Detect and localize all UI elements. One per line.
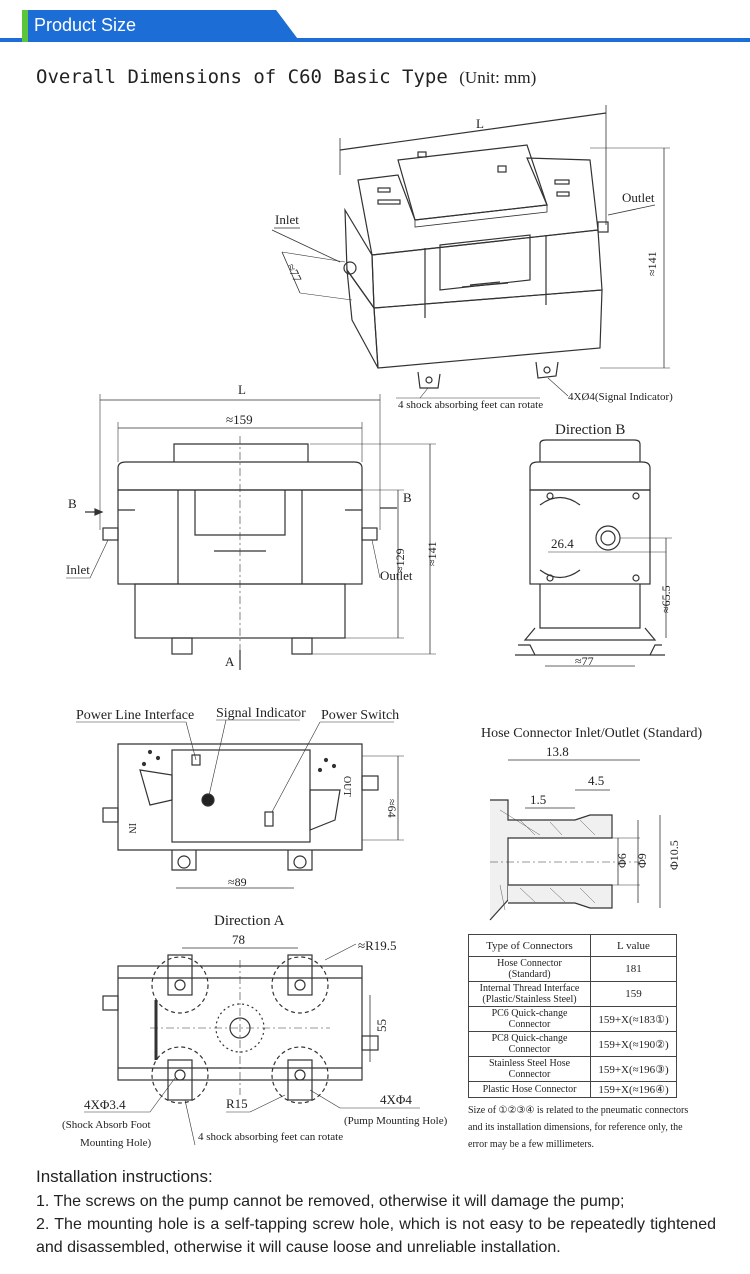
front-dim-141: ≈141 — [425, 541, 439, 566]
top-dim-64: ≈64 — [385, 799, 399, 818]
table-cell-type: Stainless Steel Hose Connector — [468, 1056, 591, 1082]
hose-dim-10-5: Φ10.5 — [667, 840, 681, 870]
direction-a-r15: R15 — [226, 1096, 248, 1111]
iso-feet-note: 4 shock absorbing feet can rotate — [398, 399, 543, 411]
top-dim-89: ≈89 — [228, 875, 247, 889]
direction-a-title: Direction A — [214, 913, 285, 929]
direction-a-dim-55: 55 — [374, 1019, 389, 1032]
table-cell-type: PC6 Quick-change Connector — [468, 1006, 591, 1032]
direction-a-holes-3-4: 4XΦ3.4 — [84, 1097, 126, 1112]
hose-title: Hose Connector Inlet/Outlet (Standard) — [481, 726, 703, 741]
direction-a-feet-note: 4 shock absorbing feet can rotate — [198, 1131, 343, 1143]
direction-a-dim-r19-5: ≈R19.5 — [358, 938, 397, 953]
table-row: Stainless Steel Hose Connector 159+X(≈19… — [468, 1056, 677, 1082]
direction-b-title: Direction B — [555, 422, 625, 438]
front-inlet-label: Inlet — [66, 562, 90, 577]
row-type-1: Hose Connector — [497, 958, 562, 969]
row-type-2: Internal Thread Interface — [479, 983, 580, 994]
label-power-line: Power Line Interface — [76, 708, 194, 723]
direction-a-view: Direction A 78 ≈R19.5 55 4XΦ3.4 — [62, 913, 448, 1149]
page-title: Overall Dimensions of C60 Basic Type (Un… — [36, 66, 536, 88]
direction-a-shock-foot-2: Mounting Hole) — [80, 1137, 152, 1149]
table-row: PC8 Quick-change Connector 159+X(≈190②) — [468, 1031, 677, 1057]
row-type2-1: (Standard) — [508, 969, 551, 980]
direction-a-shock-foot-1: (Shock Absorb Foot — [62, 1119, 151, 1131]
table-cell-value: 159+X(≈196③) — [590, 1056, 677, 1082]
isometric-view: L Inlet Outl — [271, 105, 673, 411]
front-A: A — [225, 654, 235, 669]
installation-item-1: 1. The screws on the pump cannot be remo… — [36, 1193, 625, 1210]
front-B-left: B — [68, 496, 77, 511]
table-cell-type: Hose Connector (Standard) — [468, 956, 591, 982]
header-title: Product Size — [34, 15, 137, 35]
top-out-label: OUT — [341, 776, 352, 797]
table-cell-value: 181 — [590, 956, 677, 982]
direction-a-dim-78: 78 — [232, 932, 245, 947]
table-note: Size of ①②③④ is related to the pneumatic… — [468, 1105, 689, 1150]
label-signal-indicator: Signal Indicator — [216, 706, 306, 721]
front-view: L ≈159 B B A Inlet — [66, 382, 439, 670]
direction-b-dim-26-4: 26.4 — [551, 536, 574, 551]
hose-dim-4-5: 4.5 — [588, 773, 604, 788]
title-text: Overall Dimensions of C60 Basic Type — [36, 66, 448, 88]
table-row: Internal Thread Interface (Plastic/Stain… — [468, 981, 677, 1007]
hose-dim-6: Φ6 — [615, 853, 629, 868]
iso-L: L — [476, 116, 484, 131]
top-view: Power Line Interface Signal Indicator Po… — [76, 706, 404, 889]
label-power-switch: Power Switch — [321, 708, 399, 723]
iso-dim-141: ≈141 — [645, 251, 659, 276]
table-header-type: Type of Connectors — [468, 934, 591, 957]
iso-inlet-label: Inlet — [275, 212, 299, 227]
row-type2-2: (Plastic/Stainless Steel) — [482, 994, 577, 1005]
direction-b-view: Direction B 26.4 ≈65.5 ≈77 — [515, 422, 673, 668]
top-in-label: IN — [126, 823, 137, 834]
direction-b-dim-65-5: ≈65.5 — [659, 585, 673, 613]
connector-table: Type of Connectors L value Hose Connecto… — [468, 934, 677, 1098]
installation-title: Installation instructions: — [36, 1167, 213, 1186]
table-header-value: L value — [590, 934, 677, 957]
iso-outlet-label: Outlet — [622, 190, 655, 205]
front-L: L — [238, 382, 246, 397]
hose-dim-1-5: 1.5 — [530, 792, 546, 807]
table-cell-type: PC8 Quick-change Connector — [468, 1031, 591, 1057]
table-cell-value: 159 — [590, 981, 677, 1007]
table-cell-value: 159+X(≈183①) — [590, 1006, 677, 1032]
table-cell-type: Internal Thread Interface (Plastic/Stain… — [468, 981, 591, 1007]
installation-item-2: 2. The mounting hole is a self-tapping s… — [36, 1216, 716, 1256]
iso-signal-holes: 4XØ4(Signal Indicator) — [568, 391, 673, 403]
table-row: PC6 Quick-change Connector 159+X(≈183①) — [468, 1006, 677, 1032]
hose-connector-view: Hose Connector Inlet/Outlet (Standard) 1… — [481, 726, 703, 921]
front-outlet-label: Outlet — [380, 568, 413, 583]
table-row: Hose Connector (Standard) 181 — [468, 956, 677, 982]
hose-dim-13-8: 13.8 — [546, 744, 569, 759]
table-cell-value: 159+X(≈190②) — [590, 1031, 677, 1057]
table-cell-type: Plastic Hose Connector — [468, 1081, 591, 1098]
table-row: Plastic Hose Connector 159+X(≈196④) — [468, 1081, 677, 1098]
direction-b-dim-77: ≈77 — [575, 654, 594, 668]
title-unit: (Unit: mm) — [459, 68, 537, 87]
direction-a-pump-holes: (Pump Mounting Hole) — [344, 1115, 448, 1127]
front-dim-159: ≈159 — [226, 412, 253, 427]
table-cell-value: 159+X(≈196④) — [590, 1081, 677, 1098]
front-dim-129: ≈129 — [393, 548, 407, 573]
iso-dim-77: ≈77 — [284, 261, 305, 284]
direction-a-holes-4: 4XΦ4 — [380, 1092, 412, 1107]
table-header-row: Type of Connectors L value — [468, 934, 677, 957]
hose-dim-9: Φ9 — [635, 853, 649, 868]
front-B-right: B — [403, 490, 412, 505]
header-bar — [0, 10, 750, 42]
